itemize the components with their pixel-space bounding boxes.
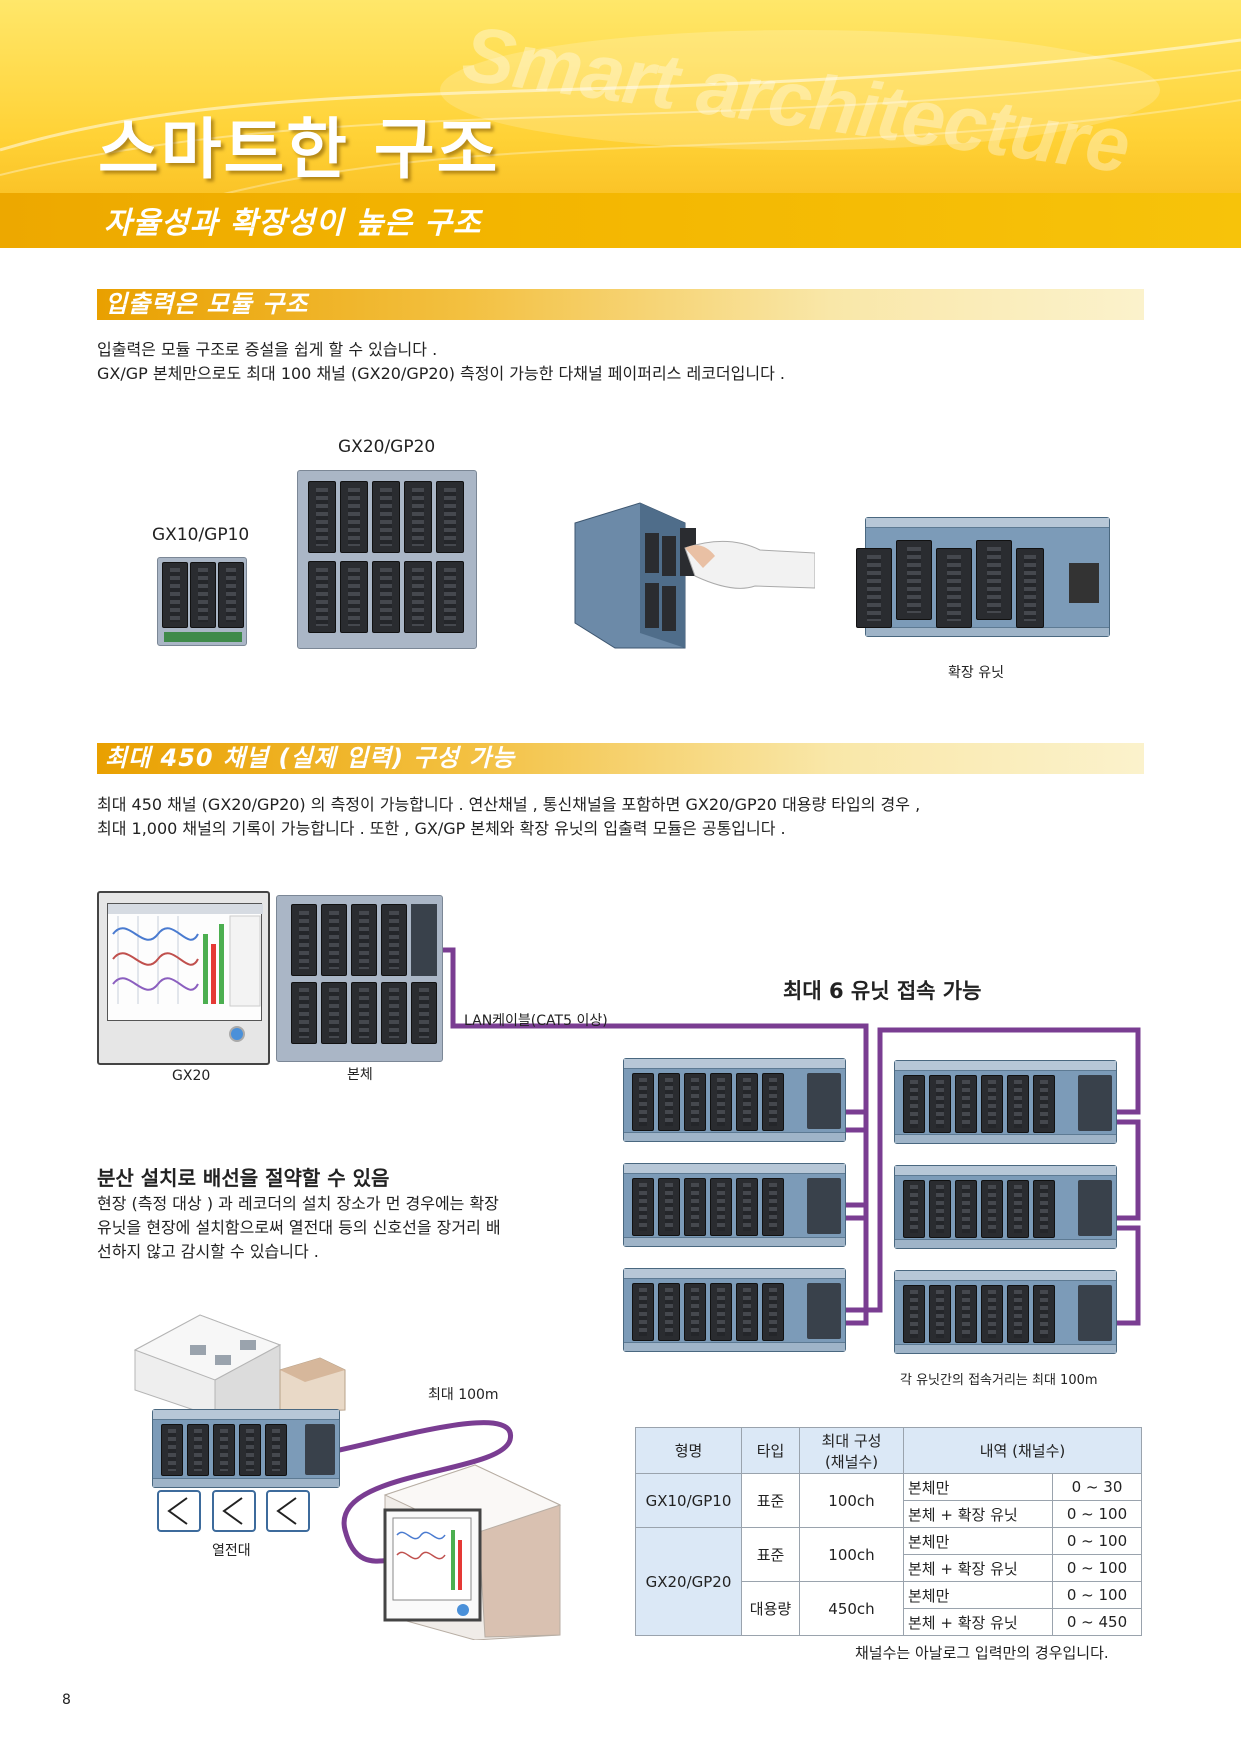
distributed-heading: 분산 설치로 배선을 절약할 수 있음 — [97, 1166, 390, 1190]
cell-value: 0 ~ 100 — [1052, 1500, 1142, 1528]
main-unit-rear-image — [276, 895, 443, 1062]
paragraph-line: 유닛을 현장에 설치함으로써 열전대 등의 신호선을 장거리 배 — [97, 1218, 501, 1237]
expansion-unit-label: 확장 유닛 — [948, 665, 1004, 681]
expansion-unit-image — [856, 517, 1110, 637]
gx20-label: GX20/GP20 — [338, 437, 436, 457]
main-unit-label: 본체 — [347, 1067, 373, 1083]
distributed-paragraph: 현장 (측정 대상 ) 과 레코더의 설치 장소가 먼 경우에는 확장 유닛을 … — [97, 1192, 501, 1264]
office-building-illustration — [383, 1464, 562, 1640]
gx10-rear-image — [157, 557, 247, 646]
gx20-rear-image — [297, 470, 477, 649]
paragraph-line: 입출력은 모듈 구조로 증설을 쉽게 할 수 있습니다 . — [97, 340, 438, 359]
gx10-label: GX10/GP10 — [152, 525, 250, 545]
cell-detail: 본체 + 확장 유닛 — [903, 1608, 1053, 1636]
paragraph-line: GX/GP 본체만으로도 최대 100 채널 (GX20/GP20) 측정이 가… — [97, 364, 785, 383]
cell-value: 0 ~ 100 — [1052, 1527, 1142, 1555]
header-max-config-sub: (채널수) — [824, 1452, 879, 1471]
header-detail: 내역 (채널수) — [903, 1427, 1142, 1474]
table-note: 채널수는 아날로그 입력만의 경우입니다. — [855, 1644, 1109, 1662]
subtitle-band — [0, 193, 1241, 248]
unit-distance-note: 각 유닛간의 접속거리는 최대 100m — [900, 1373, 1098, 1388]
field-expansion-unit-image — [152, 1409, 340, 1488]
thermocouple-label: 열전대 — [212, 1543, 251, 1559]
table-row: GX10/GP10 표준 100ch 본체만 0 ~ 30 — [635, 1473, 1142, 1528]
cell-max: 100ch — [799, 1473, 904, 1528]
max-units-heading: 최대 6 유닛 접속 가능 — [783, 979, 982, 1003]
cell-detail: 본체만 — [903, 1581, 1053, 1609]
header-max-config-text: 최대 구성 — [821, 1431, 882, 1450]
cell-value: 0 ~ 450 — [1052, 1608, 1142, 1636]
table-header-row: 형명 타입 최대 구성 (채널수) 내역 (채널수) — [635, 1427, 1142, 1474]
table-row: 대용량 450ch 본체만 0 ~ 100 — [636, 1581, 1142, 1636]
expansion-unit-right-3 — [894, 1270, 1117, 1354]
cell-detail: 본체만 — [903, 1473, 1053, 1501]
paragraph-line: 선하지 않고 감시할 수 있습니다 . — [97, 1242, 319, 1261]
spec-table: 형명 타입 최대 구성 (채널수) 내역 (채널수) GX10/GP10 표준 … — [635, 1427, 1142, 1636]
paragraph-line: 최대 450 채널 (GX20/GP20) 의 측정이 가능합니다 . 연산채널… — [97, 795, 921, 814]
cell-max: 100ch — [799, 1527, 904, 1582]
page-number: 8 — [62, 1692, 71, 1708]
thermocouple-icon — [266, 1490, 310, 1532]
table-row: GX20/GP20 표준 100ch 본체만 0 ~ 100 — [635, 1527, 1142, 1636]
section-heading-text: 입출력은 모듈 구조 — [105, 290, 309, 318]
cell-value: 0 ~ 30 — [1052, 1473, 1142, 1501]
expansion-unit-right-1 — [894, 1060, 1117, 1144]
section-heading-text: 최대 450 채널 (실제 입력) 구성 가능 — [105, 744, 516, 772]
page-subtitle: 자율성과 확장성이 높은 구조 — [104, 206, 482, 241]
cell-detail: 본체 + 확장 유닛 — [903, 1554, 1053, 1582]
gx20-front-image — [97, 891, 270, 1065]
max-distance-label: 최대 100m — [428, 1387, 499, 1403]
thermocouple-icon — [157, 1490, 201, 1532]
cell-model: GX10/GP10 — [635, 1473, 742, 1528]
table-row: 본체 + 확장 유닛 0 ~ 450 — [636, 1608, 1142, 1636]
cell-value: 0 ~ 100 — [1052, 1581, 1142, 1609]
section-heading-modules: 입출력은 모듈 구조 — [97, 289, 1144, 320]
cell-detail: 본체만 — [903, 1527, 1053, 1555]
factory-building-illustration — [133, 1314, 346, 1413]
expansion-unit-left-2 — [623, 1163, 846, 1247]
header-type: 타입 — [741, 1427, 800, 1474]
cell-type: 표준 — [741, 1527, 800, 1582]
cell-max: 450ch — [799, 1581, 904, 1636]
expansion-unit-right-2 — [894, 1165, 1117, 1249]
paragraph-line: 최대 1,000 채널의 기록이 가능합니다 . 또한 , GX/GP 본체와 … — [97, 819, 786, 838]
header-model: 형명 — [635, 1427, 742, 1474]
page-title: 스마트한 구조 — [98, 111, 500, 188]
thermocouple-icon — [212, 1490, 256, 1532]
lan-cable-label: LAN케이블(CAT5 이상) — [464, 1013, 608, 1029]
table-row: 본체 + 확장 유닛 0 ~ 100 — [636, 1500, 1142, 1528]
cell-model: GX20/GP20 — [635, 1527, 742, 1636]
gx20-diagram-label: GX20 — [172, 1068, 211, 1084]
cell-value: 0 ~ 100 — [1052, 1554, 1142, 1582]
header-max-config: 최대 구성 (채널수) — [799, 1427, 904, 1474]
header-banner: Smart architecture 스마트한 구조 자율성과 확장성이 높은 … — [0, 0, 1241, 248]
table-row: 본체 + 확장 유닛 0 ~ 100 — [636, 1554, 1142, 1582]
cell-type: 대용량 — [741, 1581, 800, 1636]
section1-paragraph: 입출력은 모듈 구조로 증설을 쉽게 할 수 있습니다 . GX/GP 본체만으… — [97, 338, 785, 386]
expansion-unit-left-1 — [623, 1058, 846, 1142]
banner-swirl-decoration — [0, 30, 1241, 200]
section-heading-450ch: 최대 450 채널 (실제 입력) 구성 가능 — [97, 743, 1144, 774]
cell-detail: 본체 + 확장 유닛 — [903, 1500, 1053, 1528]
cell-type: 표준 — [741, 1473, 800, 1528]
expansion-unit-left-3 — [623, 1268, 846, 1352]
module-insertion-image — [574, 502, 815, 649]
section2-paragraph: 최대 450 채널 (GX20/GP20) 의 측정이 가능합니다 . 연산채널… — [97, 793, 920, 841]
paragraph-line: 현장 (측정 대상 ) 과 레코더의 설치 장소가 먼 경우에는 확장 — [97, 1194, 499, 1213]
